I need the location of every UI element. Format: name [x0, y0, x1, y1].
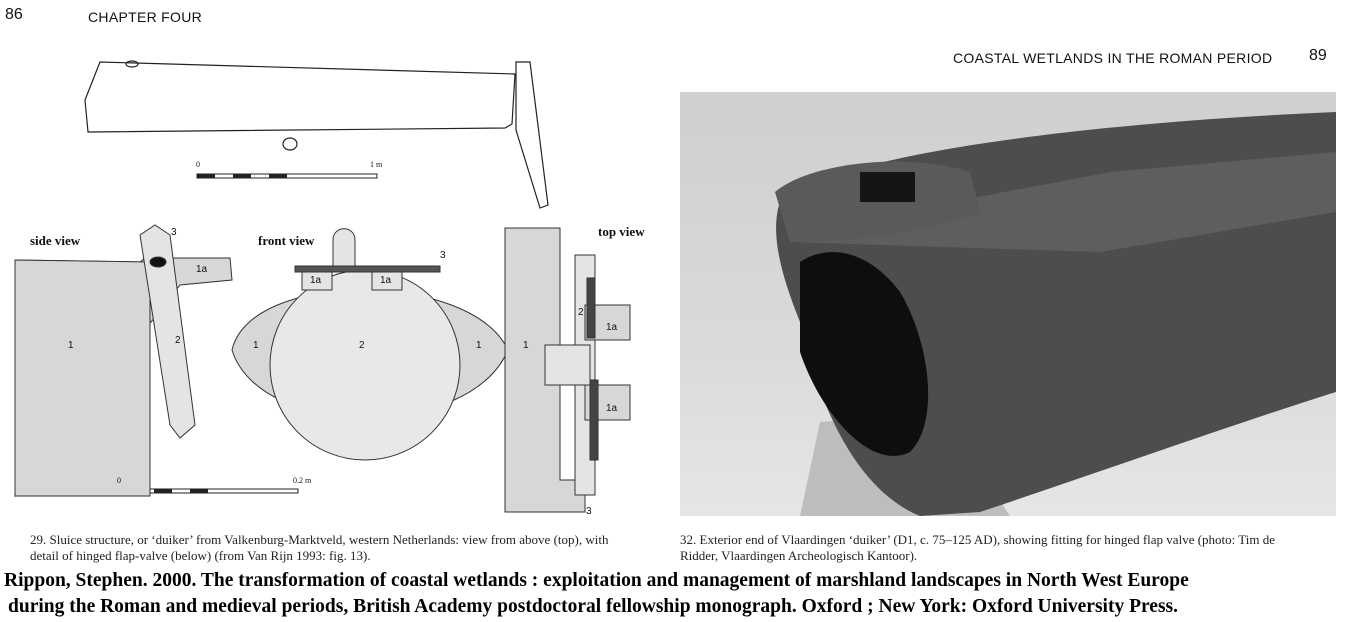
- part-label-2: 2: [175, 335, 181, 346]
- citation-line1: Rippon, Stephen. 2000. The transformatio…: [4, 570, 1189, 591]
- duiker-photo: [680, 92, 1336, 516]
- left-running-head: CHAPTER FOUR: [88, 9, 203, 25]
- part-label-1: 1: [253, 340, 259, 351]
- scale-top-end: 1 m: [370, 160, 383, 169]
- front-view-label: front view: [258, 233, 315, 248]
- scale-top-start: 0: [196, 160, 200, 169]
- part-label-1a: 1a: [196, 264, 208, 275]
- side-view-label: side view: [30, 233, 81, 248]
- part-label-1: 1: [68, 340, 74, 351]
- top-view-label: top view: [598, 224, 645, 239]
- right-page-number: 89: [1309, 47, 1327, 64]
- part-label-2: 2: [359, 340, 365, 351]
- figure-32-caption-line2: Ridder, Vlaardingen Archeologisch Kantoo…: [680, 548, 918, 563]
- part-label-1a: 1a: [310, 275, 322, 286]
- right-running-head: COASTAL WETLANDS IN THE ROMAN PERIOD: [953, 50, 1273, 66]
- figure-32-caption-line1: 32. Exterior end of Vlaardingen ‘duiker’…: [680, 532, 1276, 547]
- part-label-1a: 1a: [606, 322, 618, 333]
- part-label-1a: 1a: [380, 275, 392, 286]
- part-label-1a: 1a: [606, 403, 618, 414]
- part-label-1: 1: [523, 340, 529, 351]
- figure-29-caption-line1: 29. Sluice structure, or ‘duiker’ from V…: [30, 532, 609, 547]
- part-label-1: 1: [476, 340, 482, 351]
- left-page-number: 86: [5, 6, 23, 23]
- part-label-3: 3: [586, 506, 592, 517]
- part-label-3: 3: [171, 227, 177, 238]
- citation-line2: during the Roman and medieval periods, B…: [8, 596, 1178, 617]
- part-label-3: 3: [440, 250, 446, 261]
- scale-bar-top: [196, 173, 378, 179]
- scale-bottom-start: 0: [117, 476, 121, 485]
- part-label-2: 2: [578, 307, 584, 318]
- sluice-drawing: [14, 60, 631, 513]
- figure-29-caption-line2: detail of hinged flap-valve (below) (fro…: [30, 548, 371, 563]
- scale-bottom-end: 0.2 m: [293, 476, 312, 485]
